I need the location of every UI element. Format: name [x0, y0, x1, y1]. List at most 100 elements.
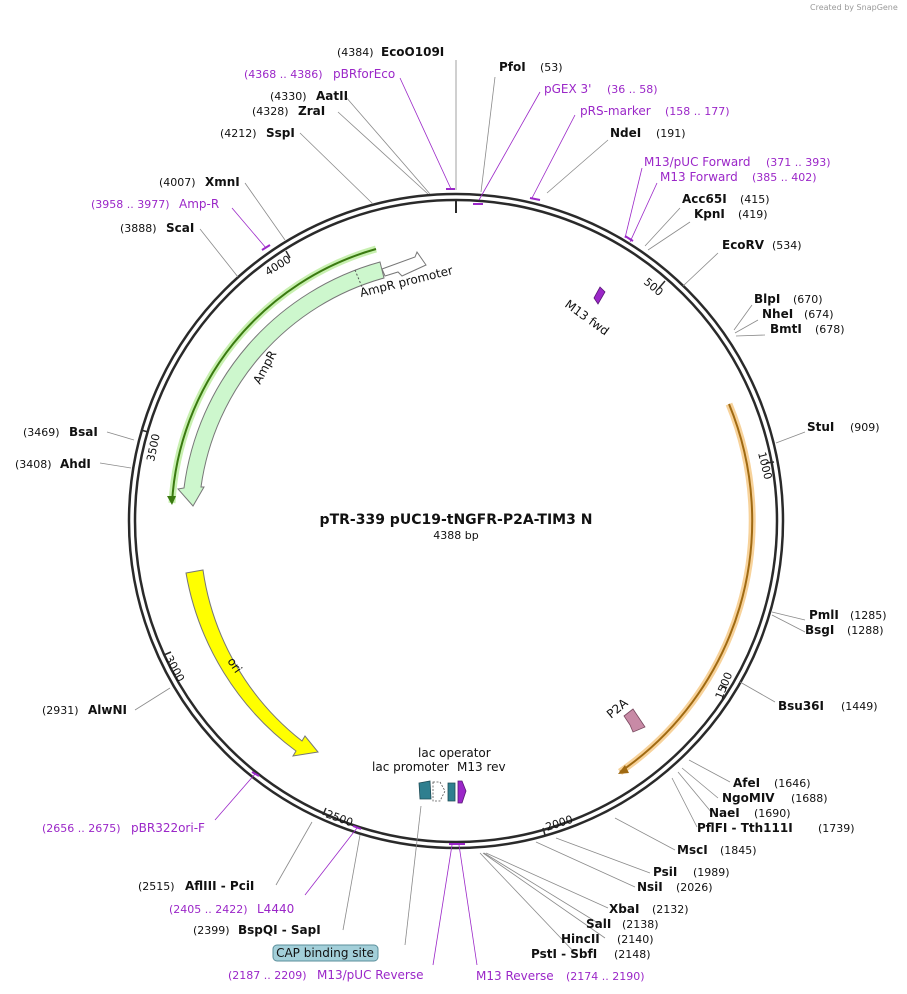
tick-label-4000: 4000 [263, 253, 294, 279]
tick-marks [140, 250, 775, 836]
enzyme-pos: (2515) [138, 880, 175, 893]
m13-rev-arrow [457, 780, 467, 804]
enzyme-pos: (3408) [15, 458, 52, 471]
p2a-arrow [623, 708, 646, 733]
enzyme-pos: (4384) [337, 46, 374, 59]
tick-label-1000: 1000 [755, 451, 774, 481]
primer-range: (2405 .. 2422) [169, 903, 248, 916]
backbone-outer [127, 192, 785, 850]
enzyme-pos: (3888) [120, 222, 157, 235]
enzyme-name: AflIII - PciI [185, 879, 254, 893]
enzyme-pos: (2138) [622, 918, 659, 931]
m13-rev-label: M13 rev [457, 760, 506, 774]
enzyme-pos: (2140) [617, 933, 654, 946]
enzyme-name: XbaI [609, 902, 639, 916]
cap-site-arrow [432, 781, 446, 802]
primer-name: Amp-R [179, 197, 219, 211]
enzyme-pos: (4330) [270, 90, 307, 103]
enzyme-pos: (191) [656, 127, 686, 140]
primer-range: (2174 .. 2190) [566, 970, 645, 983]
enzyme-leaders [99, 60, 806, 954]
enzyme-name: PstI - SbfI [531, 947, 597, 961]
snapgene-credit: Created by SnapGene [810, 3, 898, 12]
enzyme-name: XmnI [205, 175, 240, 189]
enzyme-name: NheI [762, 307, 793, 321]
primer-name: pBR322ori-F [131, 821, 205, 835]
primer-name: M13/pUC Forward [644, 155, 751, 169]
enzyme-pos: (1646) [774, 777, 811, 790]
tick-label-500: 500 [641, 275, 665, 298]
plasmid-length: 4388 bp [433, 529, 478, 542]
primer-range: (158 .. 177) [665, 105, 730, 118]
enzyme-name: EcoO109I [381, 45, 444, 59]
enzyme-name: PsiI [653, 865, 677, 879]
enzyme-pos: (1690) [754, 807, 791, 820]
primer-name: pRS-marker [580, 104, 651, 118]
primer-range: (2187 .. 2209) [228, 969, 307, 982]
primer-range: (36 .. 58) [607, 83, 658, 96]
enzyme-name: NaeI [709, 806, 740, 820]
plasmid-title: pTR-339 pUC19-tNGFR-P2A-TIM3 N [320, 512, 593, 528]
primer-range: (2656 .. 2675) [42, 822, 121, 835]
orf-line [619, 403, 754, 773]
enzyme-name: SalI [586, 917, 611, 931]
ampr-promoter-junction [354, 269, 363, 288]
primer-leaders [214, 77, 658, 966]
enzyme-pos: (2399) [193, 924, 230, 937]
enzyme-pos: (909) [850, 421, 880, 434]
enzyme-name: ZraI [298, 104, 325, 118]
enzyme-pos: (678) [815, 323, 845, 336]
enzyme-name: StuI [807, 420, 834, 434]
enzyme-pos: (1285) [850, 609, 887, 622]
ampr-line-arrowhead [167, 496, 176, 505]
enzyme-name: ScaI [166, 221, 194, 235]
orf-halo [618, 402, 756, 775]
enzyme-name: AhdI [60, 457, 91, 471]
enzyme-pos: (419) [738, 208, 768, 221]
cap-site-label: CAP binding site [276, 946, 374, 960]
tick-label-3000: 3000 [162, 653, 187, 684]
enzyme-pos: (3469) [23, 426, 60, 439]
enzyme-name: NdeI [610, 126, 641, 140]
enzyme-pos: (1989) [693, 866, 730, 879]
lac-operator-label: lac operator [418, 746, 491, 760]
enzyme-name: BspQI - SapI [238, 923, 321, 937]
enzyme-name: PmlI [809, 608, 839, 622]
primer-range: (385 .. 402) [752, 171, 817, 184]
enzyme-name: NgoMIV [722, 791, 775, 805]
enzyme-name: NsiI [637, 880, 663, 894]
ampr-arrow [177, 261, 385, 507]
primer-name: M13 Reverse [476, 969, 554, 983]
enzyme-name: BlpI [754, 292, 780, 306]
enzyme-name: AlwNI [88, 703, 127, 717]
primer-range: (4368 .. 4386) [244, 68, 323, 81]
lac-promoter-label: lac promoter [372, 760, 449, 774]
primer-name: pBRforEco [333, 67, 395, 81]
enzyme-name: AatII [316, 89, 348, 103]
enzyme-pos: (1845) [720, 844, 757, 857]
enzyme-pos: (415) [740, 193, 770, 206]
cap-site-box [272, 944, 379, 962]
primer-name: pGEX 3' [544, 82, 591, 96]
enzyme-pos: (534) [772, 239, 802, 252]
enzyme-pos: (674) [804, 308, 834, 321]
enzyme-name: HincII [561, 932, 600, 946]
enzyme-name: BsgI [805, 623, 834, 637]
enzyme-pos: (2132) [652, 903, 689, 916]
enzyme-pos: (4212) [220, 127, 257, 140]
tick-label-3500: 3500 [144, 433, 163, 463]
enzyme-pos: (4007) [159, 176, 196, 189]
enzyme-name: KpnI [694, 207, 725, 221]
m13-fwd-label: M13 fwd [562, 297, 611, 338]
primer-range: (371 .. 393) [766, 156, 831, 169]
ori-arrow [185, 569, 319, 757]
enzyme-name: Bsu36I [778, 699, 824, 713]
enzyme-pos: (1288) [847, 624, 884, 637]
primer-range: (3958 .. 3977) [91, 198, 170, 211]
enzyme-pos: (1449) [841, 700, 878, 713]
primer-name: M13/pUC Reverse [317, 968, 424, 982]
primer-name: M13 Forward [660, 170, 738, 184]
ampr-promoter-arrow [381, 250, 427, 277]
enzyme-name: EcoRV [722, 238, 765, 252]
enzyme-name: PflFI - Tth111I [697, 821, 793, 835]
